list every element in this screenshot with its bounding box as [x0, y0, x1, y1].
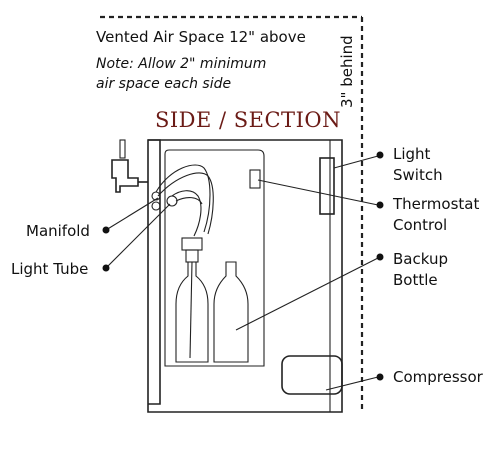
cabinet-inner-liner	[164, 149, 265, 367]
thermostat-leader	[257, 179, 379, 206]
label-compressor: Compressor	[393, 368, 484, 386]
manifold-dot	[102, 226, 110, 234]
line-a	[155, 164, 211, 233]
light-switch-leader	[333, 155, 379, 169]
line-c	[171, 190, 202, 237]
rear-clearance-note: 3" behind	[338, 35, 356, 108]
compressor-dot	[376, 373, 384, 381]
top-clearance-note: Vented Air Space 12" above	[96, 28, 306, 46]
compressor-leader	[325, 376, 379, 391]
tap-faucet	[111, 139, 148, 193]
manifold-leader	[105, 197, 159, 231]
backup-bottle-body	[213, 261, 249, 363]
backup-bottle	[213, 261, 249, 363]
side-clearance-note-line2: air space each side	[96, 76, 231, 92]
light-switch-dot	[376, 151, 384, 159]
tap-body	[111, 159, 139, 193]
manifold-fitting-lower	[151, 201, 161, 211]
backup-bottle-dot	[376, 253, 384, 261]
thermostat-control-box	[249, 169, 261, 189]
label-thermostat-line2: Control	[393, 216, 447, 234]
label-backup-bottle-line2: Bottle	[393, 271, 438, 289]
backup-bottle-leader	[235, 257, 379, 331]
label-manifold: Manifold	[26, 222, 90, 240]
dip-tube	[189, 261, 193, 359]
coupler-collar	[185, 249, 199, 263]
thermostat-dot	[376, 201, 384, 209]
coupler-head	[181, 237, 203, 251]
label-light-switch-line2: Switch	[393, 166, 443, 184]
leader-lines-right	[235, 151, 384, 391]
label-light-switch-line1: Light	[393, 145, 431, 163]
light-tube-dot	[102, 264, 110, 272]
diagram-title: SIDE / SECTION	[155, 108, 341, 132]
side-clearance-note-line1: Note: Allow 2" minimum	[96, 56, 266, 72]
line-b	[157, 172, 214, 235]
clearance-lines	[100, 15, 364, 410]
cabinet	[147, 139, 343, 413]
main-bottle	[175, 237, 209, 363]
line-d	[175, 197, 203, 205]
light-tube-fitting	[166, 195, 178, 207]
leader-lines-left	[102, 197, 171, 272]
label-light-tube: Light Tube	[11, 260, 88, 278]
beverage-lines	[155, 164, 214, 237]
label-thermostat-line1: Thermostat	[392, 195, 479, 213]
tap-handle	[119, 139, 126, 159]
light-tube-leader	[105, 203, 171, 269]
compressor-box	[281, 355, 343, 395]
bottle-body	[175, 262, 209, 363]
cabinet-door	[148, 139, 161, 405]
label-backup-bottle-line1: Backup	[393, 250, 448, 268]
cabinet-outer-wall	[147, 139, 343, 413]
light-switch-box	[319, 157, 335, 215]
